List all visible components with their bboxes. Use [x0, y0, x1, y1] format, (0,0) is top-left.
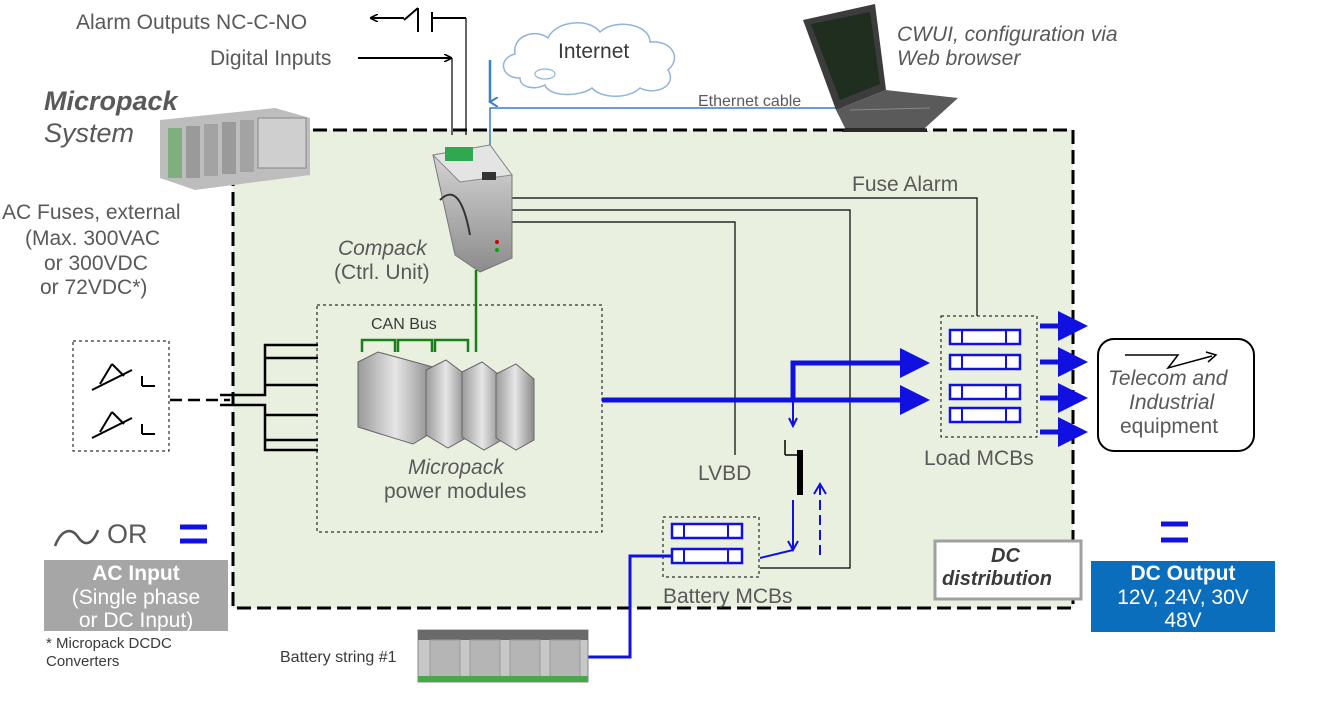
can-bus-label: CAN Bus [371, 316, 437, 333]
signal-wires [451, 18, 978, 569]
ac-input-line2: or DC Input) [79, 609, 193, 632]
telecom-label-line3: equipment [1120, 415, 1218, 438]
or-label: OR [107, 519, 148, 549]
alarm-output-switch [372, 7, 466, 32]
footnote-line1: * Micropack DCDC [46, 635, 172, 652]
footnote-line2: Converters [46, 653, 119, 670]
controller-unit-icon [431, 144, 513, 273]
telecom-equipment-box [1097, 338, 1255, 452]
compack-label-line1: Compack [338, 237, 428, 260]
dc-distribution-label-line1: DC [991, 545, 1020, 567]
ac-fuses-line3: or 300VDC [44, 252, 148, 275]
battery-mcbs-icon [662, 516, 760, 578]
system-title-line2: System [44, 118, 134, 148]
battery-string-label: Battery string #1 [280, 649, 397, 666]
internet-label: Internet [558, 40, 629, 63]
compack-label-line2: (Ctrl. Unit) [334, 261, 430, 284]
telecom-label-line1: Telecom and [1108, 367, 1229, 390]
lvbd-contactor [784, 440, 803, 495]
ac-fuses-line1: AC Fuses, external [2, 201, 181, 224]
cwui-label-line2: Web browser [897, 47, 1021, 70]
ac-fuses-line2: (Max. 300VAC [25, 227, 160, 250]
dc-symbol-icon [180, 524, 207, 544]
digital-inputs-label: Digital Inputs [210, 47, 331, 70]
ethernet-cable-label: Ethernet cable [698, 93, 801, 110]
ac-input-wiring [170, 343, 318, 452]
ac-input-line1: (Single phase [72, 586, 200, 609]
can-bus [360, 270, 478, 352]
telecom-label-line2: Industrial [1129, 391, 1216, 414]
dc-output-title: DC Output [1131, 562, 1236, 585]
laptop-icon [803, 4, 958, 132]
lvbd-label: LVBD [698, 462, 751, 485]
dc-distribution-box [933, 539, 1083, 601]
fuse-alarm-label: Fuse Alarm [852, 173, 958, 196]
load-mcbs-label: Load MCBs [924, 447, 1034, 470]
ac-wave-icon [53, 529, 100, 547]
dc-output-box [1091, 561, 1275, 632]
ac-fuses-line4: or 72VDC*) [40, 276, 147, 299]
dc-output-symbol-icon [1161, 521, 1188, 543]
micropack-rack-icon [160, 108, 310, 190]
dc-output-line1: 12V, 24V, 30V [1117, 586, 1249, 609]
dc-output-line2: 48V [1164, 609, 1201, 632]
ac-input-box [44, 560, 228, 631]
cwui-label-line1: CWUI, configuration via [897, 23, 1118, 46]
ac-breaker-icon [72, 340, 170, 452]
modules-label-line2: power modules [384, 480, 526, 503]
dc-bus [602, 311, 1088, 447]
battery-mcbs-label: Battery MCBs [663, 585, 793, 608]
lvbd-branch [759, 400, 827, 559]
battery-wire [585, 554, 672, 659]
load-mcbs-icon [940, 315, 1038, 438]
modules-label-line1: Micropack [408, 456, 505, 479]
cloud-icon [502, 22, 676, 97]
alarm-outputs-label: Alarm Outputs NC-C-NO [76, 11, 307, 34]
ac-input-title: AC Input [92, 562, 179, 585]
system-title-line1: Micropack [44, 86, 180, 116]
power-modules-icon [357, 351, 535, 451]
battery-icon [417, 629, 589, 683]
dc-distribution-label-line2: distribution [942, 568, 1052, 590]
